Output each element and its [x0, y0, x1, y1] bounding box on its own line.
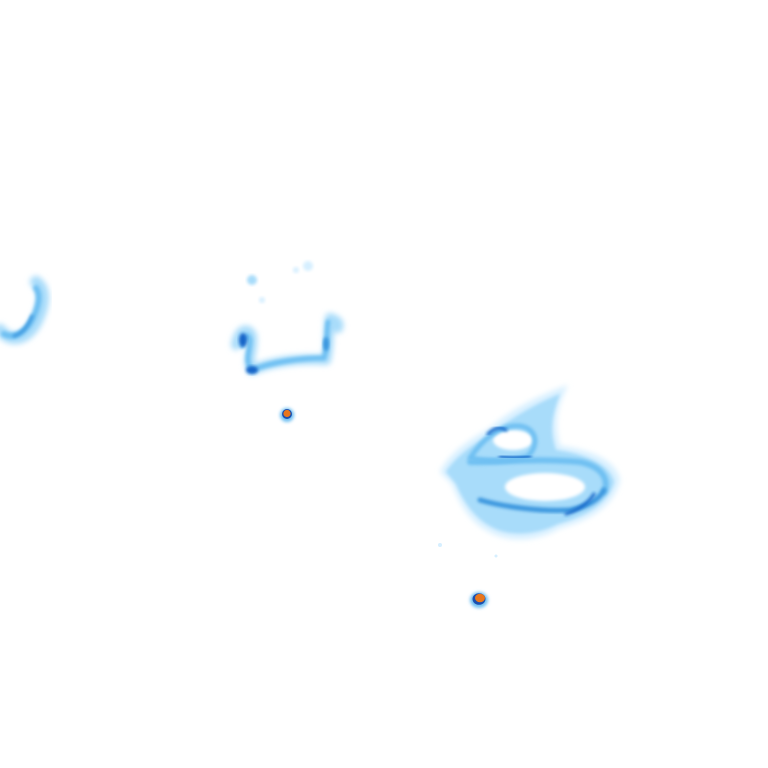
echo-center-right-hole-lower: [505, 473, 585, 501]
echo-center-right-band-heavy-c: [564, 492, 596, 516]
echo-center-left: [231, 261, 344, 375]
echo-center-right-band-heavy: [486, 426, 508, 436]
echo-center-right-band-heavy-b: [498, 454, 532, 459]
echo-center-right-hole-upper: [493, 430, 533, 450]
echo-center-left-core-c: [323, 337, 329, 351]
echo-center-left-speck-c: [293, 267, 299, 273]
echo-center-left-speck-a: [247, 275, 257, 285]
echo-center-right-band-lower: [477, 487, 607, 513]
echo-center-left-core-b: [246, 366, 258, 374]
cell-small-north: [280, 408, 294, 422]
echo-center-left-core-a: [239, 333, 247, 347]
echo-center-right-fill: [446, 394, 614, 534]
echo-center-right-speck-b: [494, 554, 498, 558]
echo-center-right-speck-a: [438, 543, 442, 547]
cell-small-south-core: [475, 593, 485, 603]
echo-center-right-band-mid: [467, 457, 609, 495]
echo-center-left-speck-d: [259, 297, 265, 303]
echo-left-edge: [0, 276, 49, 345]
echo-center-left-speck-b: [303, 261, 313, 271]
echo-left-edge-core: [12, 314, 34, 338]
cell-small-south: [470, 592, 488, 608]
echo-center-right: [438, 385, 620, 558]
cell-small-north-core: [283, 409, 291, 418]
